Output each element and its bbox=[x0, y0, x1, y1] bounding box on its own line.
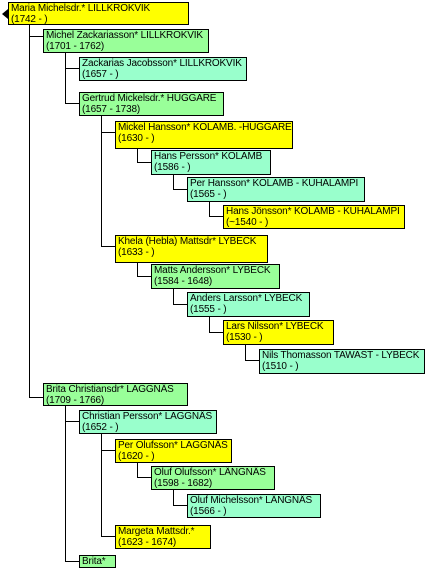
person-dates: (1566 - ) bbox=[190, 506, 227, 517]
connector bbox=[29, 397, 43, 398]
person-node[interactable]: Michel Zackariasson* LILLKROKVIK (1701 -… bbox=[43, 29, 209, 53]
person-name: Nils Thomasson TAWAST - LYBECK bbox=[262, 350, 420, 361]
connector bbox=[245, 360, 259, 361]
person-name: Oluf Michelsson* LÄNGNÄS bbox=[190, 495, 313, 506]
person-node[interactable]: Matts Andersson* LYBECK (1584 - 1648) bbox=[151, 264, 280, 289]
person-dates: (1586 - ) bbox=[154, 162, 191, 173]
connector bbox=[137, 148, 138, 163]
person-dates: (1709 - 1766) bbox=[46, 395, 105, 406]
connector bbox=[173, 304, 187, 305]
connector bbox=[209, 316, 210, 333]
person-node[interactable]: Margeta Mattsdr.* (1623 - 1674) bbox=[115, 525, 211, 549]
person-dates: (1657 - 1738) bbox=[82, 104, 141, 115]
person-name: Oluf Olufsson* LÄNGNÄS bbox=[154, 467, 266, 478]
connector bbox=[209, 201, 210, 217]
person-name: Anders Larsson* LYBECK bbox=[190, 293, 303, 304]
connector bbox=[65, 103, 79, 104]
connector bbox=[137, 462, 138, 478]
person-node[interactable]: Hans Jönsson* KOLAMB - KUHALAMPI (~1540 … bbox=[223, 205, 405, 229]
person-dates: (1555 - ) bbox=[190, 304, 227, 315]
person-name: Hans Jönsson* KOLAMB - KUHALAMPI bbox=[226, 206, 400, 217]
connector bbox=[137, 276, 151, 277]
connector bbox=[65, 405, 66, 562]
person-dates: (1565 - ) bbox=[190, 189, 227, 200]
connector bbox=[29, 24, 30, 398]
connector bbox=[29, 36, 43, 37]
person-name: Lars Nilsson* LYBECK bbox=[226, 321, 324, 332]
connector bbox=[173, 505, 187, 506]
person-name: Maria Michelsdr.* LILLKROKVIK bbox=[11, 3, 151, 14]
person-node[interactable]: Oluf Michelsson* LÄNGNÄS (1566 - ) bbox=[187, 494, 321, 518]
person-name: Hans Persson* KOLAMB bbox=[154, 151, 263, 162]
person-node[interactable]: Per Hansson* KOLAMB - KUHALAMPI (1565 - … bbox=[187, 177, 365, 202]
person-node[interactable]: Anders Larsson* LYBECK (1555 - ) bbox=[187, 292, 310, 317]
person-dates: (1630 - ) bbox=[118, 133, 155, 144]
connector bbox=[65, 421, 79, 422]
person-dates: (1620 - ) bbox=[118, 451, 155, 462]
person-name: Michel Zackariasson* LILLKROKVIK bbox=[46, 30, 203, 41]
person-name: Matts Andersson* LYBECK bbox=[154, 265, 271, 276]
connector bbox=[65, 561, 79, 562]
connector bbox=[101, 536, 115, 537]
person-name: Per Hansson* KOLAMB - KUHALAMPI bbox=[190, 178, 359, 189]
connector bbox=[101, 246, 115, 247]
person-dates: (1633 - ) bbox=[118, 247, 155, 258]
person-name: Khela (Hebla) Mattsdr* LYBECK bbox=[118, 236, 257, 247]
connector bbox=[65, 52, 66, 104]
person-dates: (1652 - ) bbox=[82, 422, 119, 433]
person-name: Zackarias Jacobsson* LILLKROKVIK bbox=[82, 58, 242, 69]
person-node[interactable]: Mickel Hansson* KOLAMB. -HUGGARE (1630 -… bbox=[115, 121, 293, 149]
person-node[interactable]: Hans Persson* KOLAMB (1586 - ) bbox=[151, 150, 271, 175]
person-name: Brita Christiansdr* LAGGNÄS bbox=[46, 384, 174, 395]
person-dates: (1742 - ) bbox=[11, 14, 48, 25]
connector bbox=[245, 344, 246, 361]
person-dates: (1701 - 1762) bbox=[46, 41, 105, 52]
connector bbox=[173, 489, 174, 506]
connector bbox=[173, 189, 187, 190]
person-dates: (1657 - ) bbox=[82, 69, 119, 80]
person-node[interactable]: Christian Persson* LAGGNÄS (1652 - ) bbox=[79, 410, 217, 434]
person-name: Margeta Mattsdr.* bbox=[118, 526, 195, 537]
connector bbox=[101, 450, 115, 451]
person-dates: (1530 - ) bbox=[226, 332, 263, 343]
person-name: Christian Persson* LAGGNÄS bbox=[82, 411, 213, 422]
connector bbox=[137, 162, 151, 163]
person-dates: (1598 - 1682) bbox=[154, 478, 213, 489]
person-node[interactable]: Lars Nilsson* LYBECK (1530 - ) bbox=[223, 320, 334, 345]
person-dates: (~1540 - ) bbox=[226, 217, 269, 228]
person-node[interactable]: Zackarias Jacobsson* LILLKROKVIK (1657 -… bbox=[79, 57, 247, 81]
person-node[interactable]: Maria Michelsdr.* LILLKROKVIK (1742 - ) bbox=[8, 2, 189, 25]
back-arrow-icon[interactable] bbox=[2, 9, 8, 19]
person-name: Mickel Hansson* KOLAMB. -HUGGARE bbox=[118, 122, 292, 133]
person-node[interactable]: Nils Thomasson TAWAST - LYBECK (1510 - ) bbox=[259, 349, 425, 374]
person-node[interactable]: Per Olufsson* LAGGNÄS (1620 - ) bbox=[115, 439, 232, 463]
connector bbox=[173, 174, 174, 190]
connector bbox=[65, 68, 79, 69]
person-name: Gertrud Mickelsdr.* HUGGARE bbox=[82, 93, 217, 104]
connector bbox=[209, 332, 223, 333]
person-node[interactable]: Khela (Hebla) Mattsdr* LYBECK (1633 - ) bbox=[115, 235, 268, 263]
connector bbox=[137, 262, 138, 277]
person-dates: (1510 - ) bbox=[262, 361, 299, 372]
person-dates: (1584 - 1648) bbox=[154, 276, 213, 287]
person-node[interactable]: Gertrud Mickelsdr.* HUGGARE (1657 - 1738… bbox=[79, 92, 224, 116]
connector bbox=[101, 115, 102, 247]
connector bbox=[137, 477, 151, 478]
person-node[interactable]: Oluf Olufsson* LÄNGNÄS (1598 - 1682) bbox=[151, 466, 275, 490]
connector bbox=[173, 288, 174, 305]
person-dates: (1623 - 1674) bbox=[118, 537, 177, 548]
person-name: Brita* bbox=[82, 556, 106, 567]
person-node[interactable]: Brita Christiansdr* LAGGNÄS (1709 - 1766… bbox=[43, 383, 188, 406]
person-name: Per Olufsson* LAGGNÄS bbox=[118, 440, 228, 451]
person-node[interactable]: Brita* bbox=[79, 555, 116, 568]
connector bbox=[101, 132, 115, 133]
connector bbox=[101, 433, 102, 537]
connector bbox=[209, 216, 223, 217]
